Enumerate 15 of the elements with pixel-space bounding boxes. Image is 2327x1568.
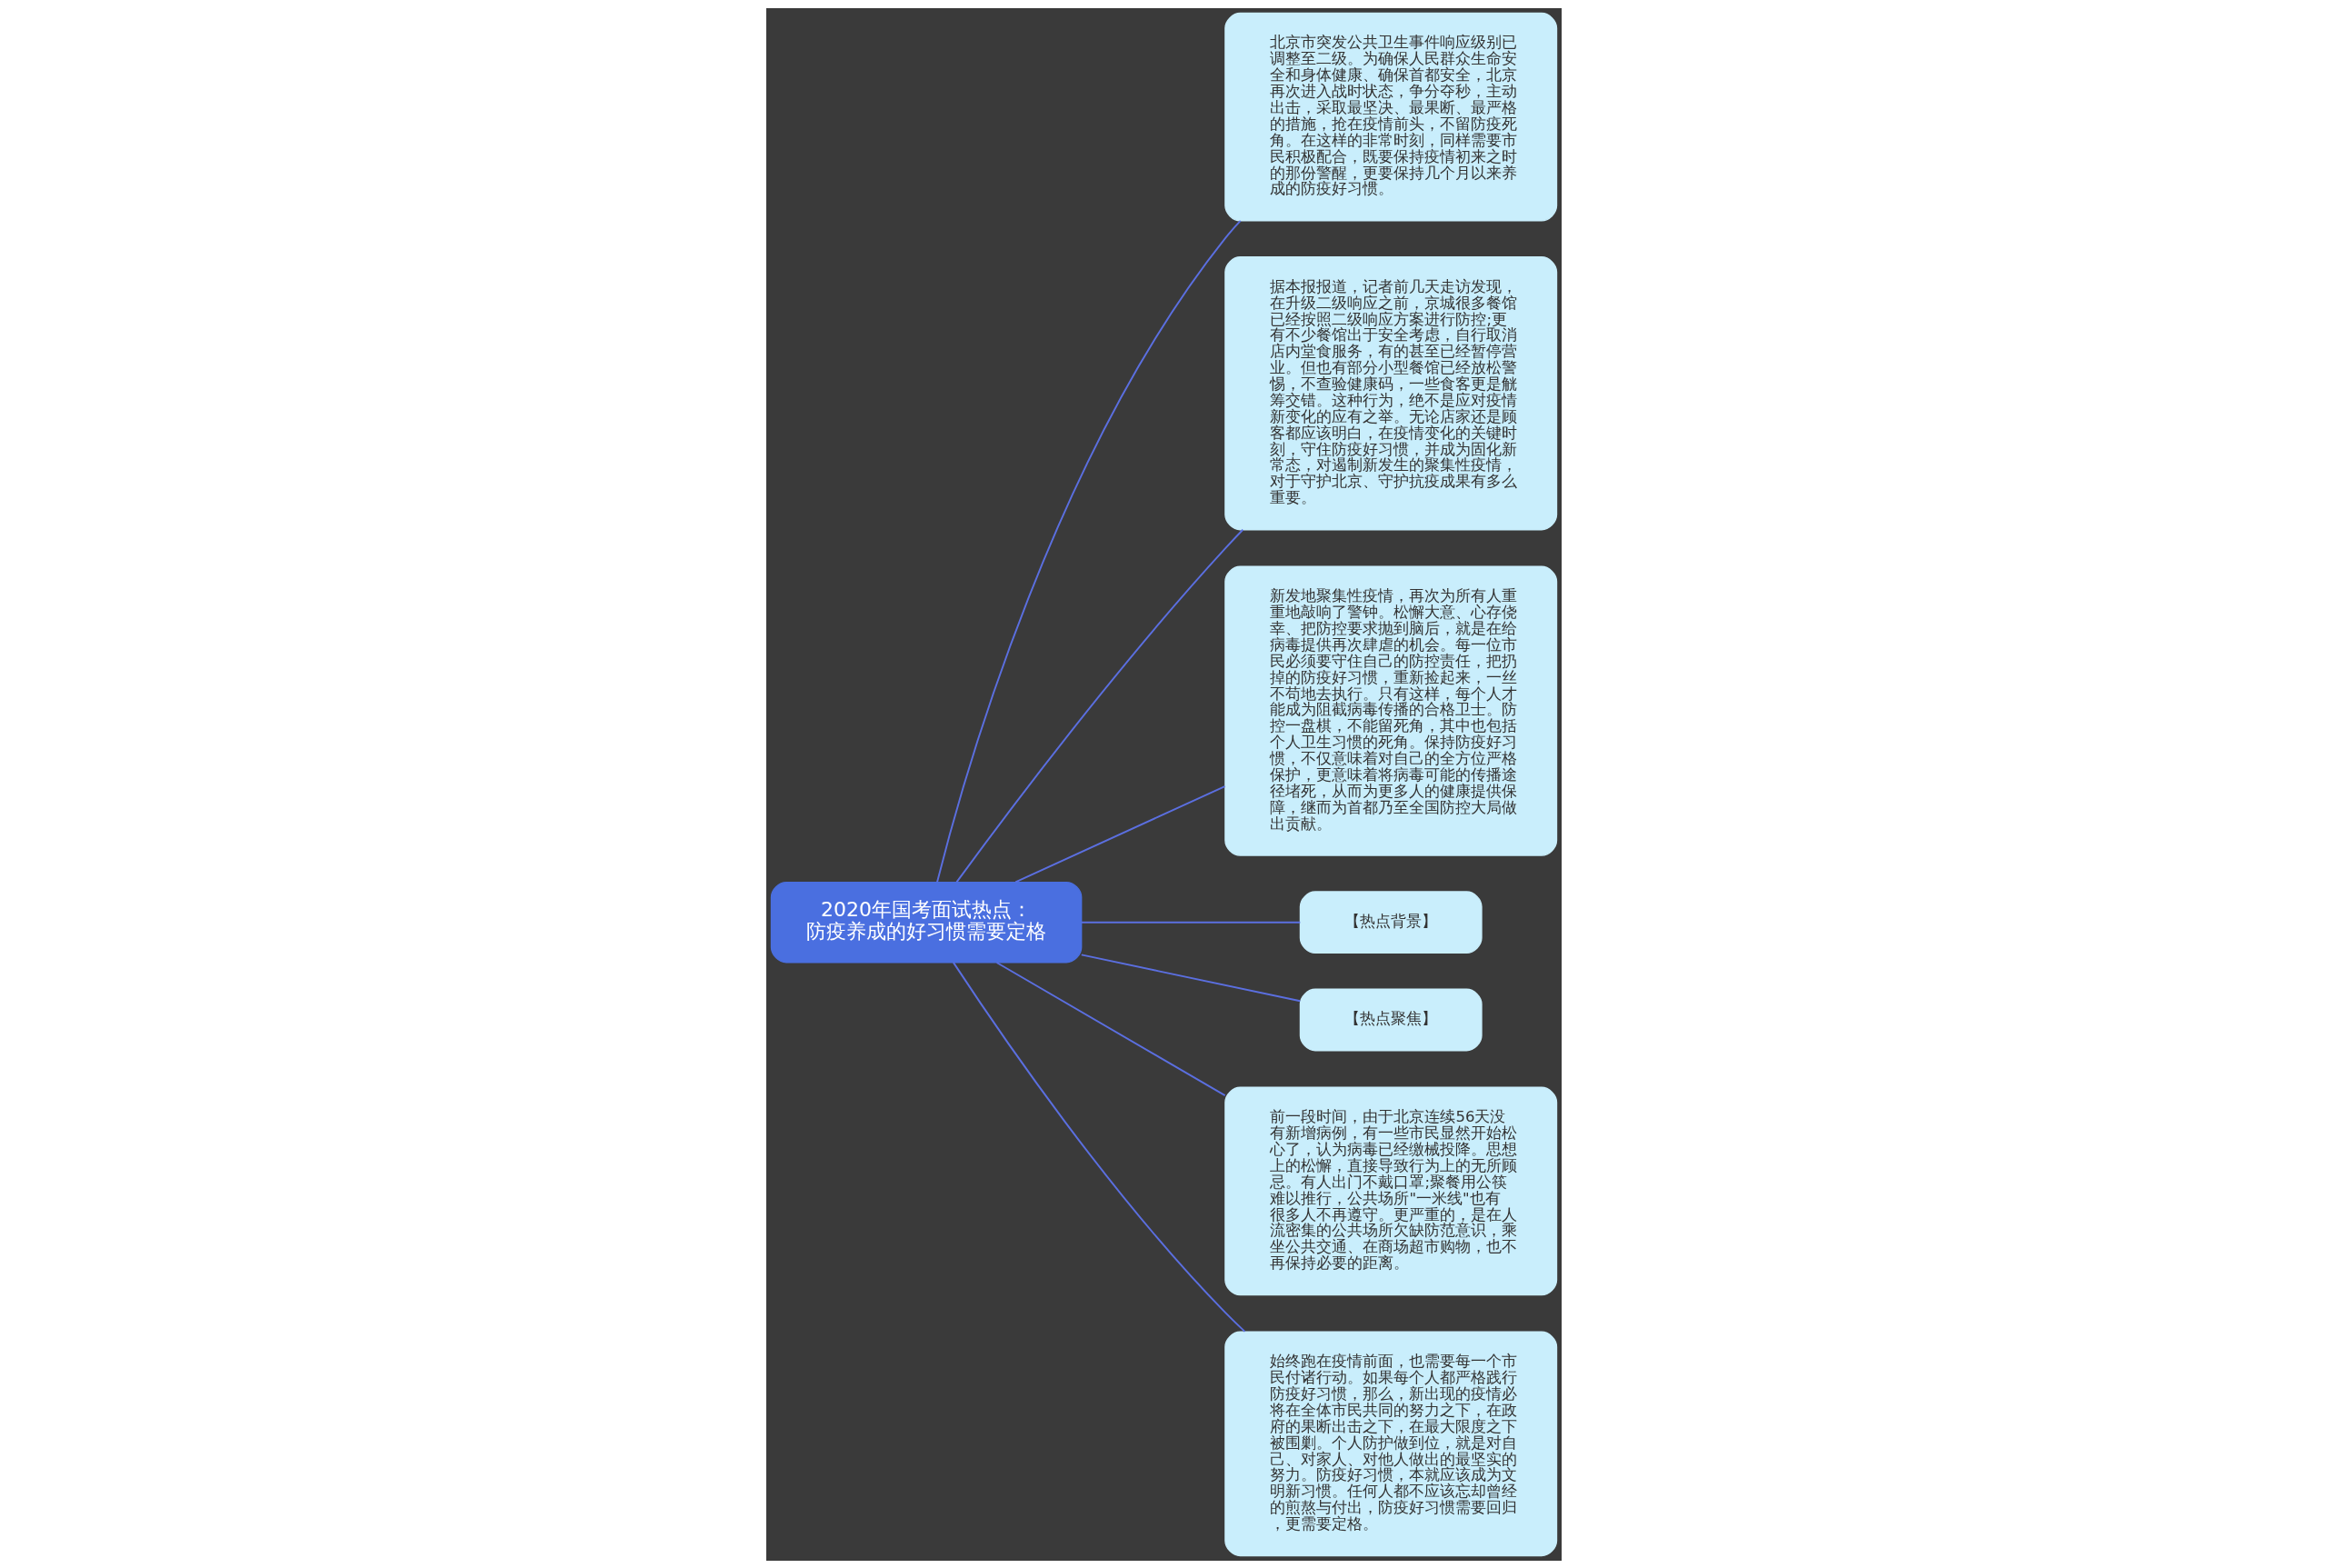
node-box: 新发地聚集性疫情，再次为所有人重重地敲响了警钟。松懈大意、心存侥幸、把防控要求抛到脑后，就是在给病毒提供再次肆虐的机会。每一位市民必须要守住自己的防控责任，把扔掉的防疫好习惯，重新捡起来，一丝不苟地去执行。只有这样，每个人才能成为阻截病毒传播的合格卫士。防控一盘棋，不能留死角，其中也包括个人卫生习惯的死角。保持防疫好习惯，不仅意味着对自己的全方位严格保护，更意味着将病毒可能的传播途径堵死，从而为更多人的健康提供保障，继而为首都乃至全国防控大局做出贡献。 <box>1223 565 1557 856</box>
connector <box>952 961 1245 1333</box>
node-box: 始终跑在疫情前面，也需要每一个市民付诸行动。如果每个人都严格践行防疫好习惯，那么，新出现的疫情必将在全体市民共同的努力之下，在政府的果断出击之下，在最大限度之下被围剿。个人防护做到位，就是对自己、对家人、对他人做出的最坚实的努力。防疫好习惯，本就应该成为文明新习惯。任何人都不应该忘却曾经的煎熬与付出，防疫好习惯需要回归，更需要定格。 <box>1223 1331 1557 1556</box>
node-box: 据本报报道，记者前几天走访发现，在升级二级响应之前，京城很多餐馆已经按照二级响应方案进行防控;更有不少餐馆出于安全考虑，自行取消店内堂食服务，有的甚至已经暂停营业。但也有部分小型餐馆已经放松警惕，不查验健康码，一些食客更是觥筹交错。这种行为，绝不是应对疫情新变化的应有之举。无论店家还是顾客都应该明白，在疫情变化的关键时刻，守住防疫好习惯，并成为固化新常态，对遏制新发生的聚集性疫情，对于守护北京、守护抗疫成果有多么重要。 <box>1223 255 1557 530</box>
node-box: 前一段时间，由于北京连续56天没有新增病例，有一些市民显然开始松心了，认为病毒已经缴械投降。思想上的松懈，直接导致行为上的无所顾忌。有人出门不戴口罩;聚餐用公筷难以推行，公共场所"一米线"也有很多人不再遵守。更严重的，是在人流密集的公共场所欠缺防范意识，乘坐公共交通、在商场超市购物，也不再保持必要的距离。 <box>1223 1086 1557 1295</box>
connector <box>1080 953 1301 1002</box>
connector <box>935 219 1242 884</box>
connector <box>1080 921 1301 924</box>
connector <box>995 961 1226 1096</box>
node-box: 北京市突发公共卫生事件响应级别已调整至二级。为确保人民群众生命安全和身体健康、确保首都安全，北京再次进入战时状态，争分夺秒，主动出击，采取最坚决、最果断、最严格的措施，抢在疫情前头，不留防疫死角。在这样的非常时刻，同样需要市民积极配合，既要保持疫情初来之时的那份警醒，更要保持几个月以来养成的防疫好习惯。 <box>1223 12 1557 222</box>
node-box: 【热点背景】 <box>1299 890 1483 954</box>
node-box: 2020年国考面试热点：防疫养成的好习惯需要定格 <box>770 881 1082 963</box>
node-box: 【热点聚焦】 <box>1299 988 1483 1051</box>
connector <box>1014 784 1225 883</box>
connector <box>955 528 1243 883</box>
